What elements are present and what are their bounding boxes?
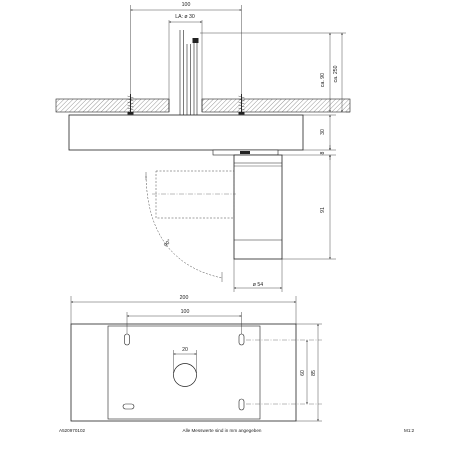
power-cables <box>179 30 199 115</box>
ceiling-slab <box>55 98 351 113</box>
dim-slot-spacing-label: 60 <box>300 370 306 376</box>
article-number: A520970102 <box>59 428 86 433</box>
dim-plate-depth-label: 85 <box>311 370 317 376</box>
footer: A520970102 Alle Messwerte sind in mm ang… <box>59 428 415 433</box>
screw-left <box>127 94 134 115</box>
dim-head-diameter <box>233 259 283 292</box>
screw-right <box>238 94 245 115</box>
dim-center-hole <box>173 350 197 373</box>
center-hole <box>173 363 197 387</box>
scale-label: M1:2 <box>404 428 415 433</box>
top-view: 200 100 20 60 85 <box>70 295 322 422</box>
tilt-angle-label: 90° <box>163 238 173 248</box>
slot-bottom-right <box>238 398 245 411</box>
canopy <box>68 114 304 151</box>
dim-joint-height-label: 8 <box>320 151 326 154</box>
dim-total-depth-label: ca. 250 <box>333 65 339 82</box>
dim-center-hole-label: 20 <box>182 347 188 353</box>
slot-top-left <box>124 333 130 346</box>
dim-plate-width-label: 200 <box>180 295 189 301</box>
side-view: 90° 100 LA: ø 30 <box>55 2 351 292</box>
dim-vertical-chain <box>200 32 350 260</box>
swivel-position <box>145 170 236 282</box>
dim-ceiling-depth-label: ca. 90 <box>320 73 326 87</box>
dim-canopy-height-label: 30 <box>320 129 326 135</box>
dim-head-length-label: 91 <box>320 207 326 213</box>
dim-hole-spacing <box>126 312 242 334</box>
dim-bolt-spacing-label: 100 <box>182 2 191 8</box>
dim-cable-entry-label: LA: ø 30 <box>175 14 195 20</box>
dim-head-diameter-label: ø 54 <box>253 282 263 288</box>
dim-hole-spacing-label: 100 <box>181 309 190 315</box>
dim-bolt-spacing <box>130 5 242 94</box>
slot-top-right <box>238 333 245 346</box>
measurement-note: Alle Messwerte sind in mm angegeben <box>183 428 262 433</box>
slot-bottom-left <box>122 403 135 410</box>
spotlight-head <box>233 154 283 260</box>
dim-plate-width <box>70 296 297 324</box>
